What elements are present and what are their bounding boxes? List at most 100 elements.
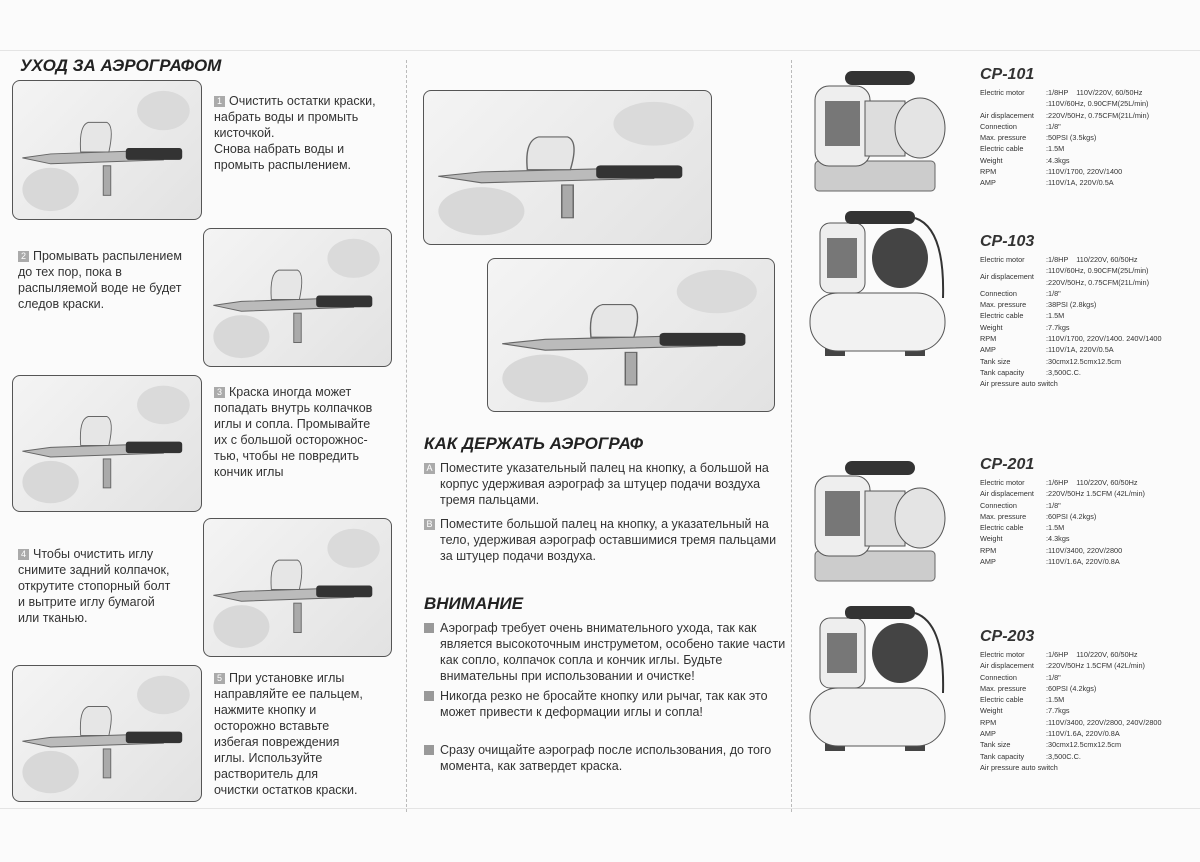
spec-value: :7.7kgs [1046, 706, 1070, 716]
photo-nozzle-caps [12, 375, 202, 512]
airbrush-illustration [438, 101, 694, 236]
compressor-image-cp-103 [805, 208, 955, 368]
airbrush-illustration [22, 675, 190, 794]
spec-label: Electric motor [980, 88, 1025, 97]
spec-row: Electric cable :1.5M [980, 143, 1149, 154]
spec-row: Electric motor:1/6HP 110/220V, 60/50Hz [980, 477, 1145, 488]
photo-hold-grip-a [423, 90, 712, 245]
step-text: Очистить остатки краски, набрать воды и … [214, 94, 376, 172]
spec-row: Electric motor :1/8HP 110V/220V, 60/50Hz [980, 87, 1149, 98]
spec-label: Electric cable [980, 695, 1024, 705]
photo-needle-removal [203, 518, 392, 657]
spec-label: Max. pressure [980, 511, 1027, 521]
spec-row: Connection:1/8" [980, 500, 1145, 511]
spec-row: Connection:1/8" [980, 288, 1162, 299]
spec-value: :110V/1A, 220V/0.5A [1046, 178, 1114, 188]
spec-note: Air pressure auto switch [980, 379, 1058, 389]
item-text: Поместите большой палец на кнопку, а ука… [440, 517, 777, 563]
spec-note: Air pressure auto switch [980, 762, 1058, 772]
spec-row: Tank capacity:3,500C.C. [980, 367, 1162, 378]
spec-value: :38PSI (2.8kgs) [1046, 300, 1097, 310]
spec-label: Electric cable [980, 311, 1024, 321]
spec-row: AMP:110V/1A, 220V/0.5A [980, 177, 1149, 188]
spec-row: Weight:7.7kgs [980, 322, 1162, 333]
spec-row: AMP :110V/1.6A, 220V/0.8A [980, 728, 1162, 739]
photo-needle-install [12, 665, 202, 802]
item-text: Поместите указательный палец на кнопку, … [440, 461, 769, 507]
spec-label: Electric motor [980, 255, 1025, 264]
spec-row: Max. pressure:60PSI (4.2kgs) [980, 511, 1145, 522]
spec-value: :1/8HP 110/220V, 60/50Hz [1046, 255, 1138, 264]
spec-label: AMP [980, 729, 996, 739]
model-name: CP-203 [980, 628, 1035, 645]
spec-row: Weight:7.7kgs [980, 705, 1162, 716]
step-number: 1 [214, 96, 225, 107]
spec-value: :60PSI (4.2kgs) [1046, 683, 1097, 693]
spec-label: Electric cable [980, 523, 1024, 533]
spec-row: Weight:4.3kgs [980, 155, 1149, 166]
hold-title: КАК ДЕРЖАТЬ АЭРОГРАФ [424, 434, 644, 453]
step-text: При установке иглы направляйте ее пальце… [214, 671, 363, 797]
item-letter: A [424, 463, 435, 474]
care-title: УХОД ЗА АЭРОГРАФОМ [20, 56, 222, 75]
airbrush-illustration [213, 528, 380, 649]
spec-value: :110V/3400, 220V/2800, 240V/2800 [1046, 717, 1162, 727]
hold-item-a: A Поместите указательный палец на кнопку,… [424, 460, 786, 508]
spec-value: :30cmx12.5cmx12.5cm [1046, 356, 1122, 366]
spec-label: Connection [980, 121, 1017, 131]
spec-label: RPM [980, 334, 997, 344]
photo-cleaning-brush [12, 80, 202, 220]
spec-label: Weight [980, 534, 1003, 544]
fold-line [0, 50, 1200, 51]
spec-value: :1.5M [1046, 695, 1065, 705]
spec-row: Connection:1/8" [980, 672, 1162, 683]
spec-row: Electric motor:1/6HP 110/220V, 60/50Hz [980, 649, 1162, 660]
spec-row: :110V/60Hz, 0.90CFM(25L/min) [980, 98, 1149, 109]
spec-row: Electric cable :1.5M [980, 522, 1145, 533]
spec-row: Air displacement:220V/50Hz, 0.75CFM(21L/… [980, 110, 1149, 121]
spec-label: Air displacement [980, 489, 1034, 499]
spec-label: Electric cable [980, 144, 1024, 154]
step-number: 5 [214, 673, 225, 684]
spec-label: Tank capacity [980, 367, 1025, 377]
spec-table: Electric motor :1/8HP 110V/220V, 60/50Hz:… [980, 87, 1149, 189]
compressor-image-cp-203 [805, 603, 955, 763]
spec-label: RPM [980, 717, 997, 727]
spec-value: :110V/1.6A, 220V/0.8A [1046, 557, 1120, 567]
model-name: CP-101 [980, 66, 1035, 83]
spec-value: :110V/1.6A, 220V/0.8A [1046, 729, 1120, 739]
spec-value: :4.3kgs [1046, 155, 1070, 165]
spec-value: :220V/50Hz 1.5CFM (42L/min) [1046, 489, 1145, 499]
spec-value: :1/8HP 110V/220V, 60/50Hz [1046, 88, 1143, 97]
item-text: Аэрограф требует очень внимательного ухо… [440, 621, 786, 683]
spec-value: :220V/50Hz 1.5CFM (42L/min) [1046, 661, 1145, 671]
spec-value: :4.3kgs [1046, 534, 1070, 544]
spec-row: Electric motor :1/8HP 110/220V, 60/50Hz [980, 254, 1162, 265]
airbrush-illustration [213, 238, 380, 359]
model-name: CP-103 [980, 233, 1035, 250]
spec-label: Air displacement [980, 271, 1034, 281]
spec-label: RPM [980, 167, 997, 177]
warning-item: Никогда резко не бросайте кнопку или рыч… [424, 688, 786, 720]
spec-value: :1.5M [1046, 523, 1065, 533]
step-number: 4 [18, 549, 29, 560]
spec-value: :1.5M [1046, 144, 1065, 154]
spec-label: Weight [980, 322, 1003, 332]
spec-row: Air displacement :220V/50Hz 1.5CFM (42L/m… [980, 488, 1145, 499]
spec-value: :3,500C.C. [1046, 751, 1081, 761]
step-number: 2 [18, 251, 29, 262]
spec-value: :1/6HP 110/220V, 60/50Hz [1046, 650, 1138, 659]
compressor-image-cp-101 [805, 66, 955, 201]
bullet-square-icon [424, 745, 434, 755]
spec-label [980, 98, 1046, 109]
spec-label: Connection [980, 288, 1017, 298]
spec-value: :110V/1700, 220V/1400 [1046, 167, 1123, 177]
spec-value: :50PSI (3.5kgs) [1046, 133, 1097, 143]
spec-label: Max. pressure [980, 133, 1027, 143]
step-number: 3 [214, 387, 225, 398]
